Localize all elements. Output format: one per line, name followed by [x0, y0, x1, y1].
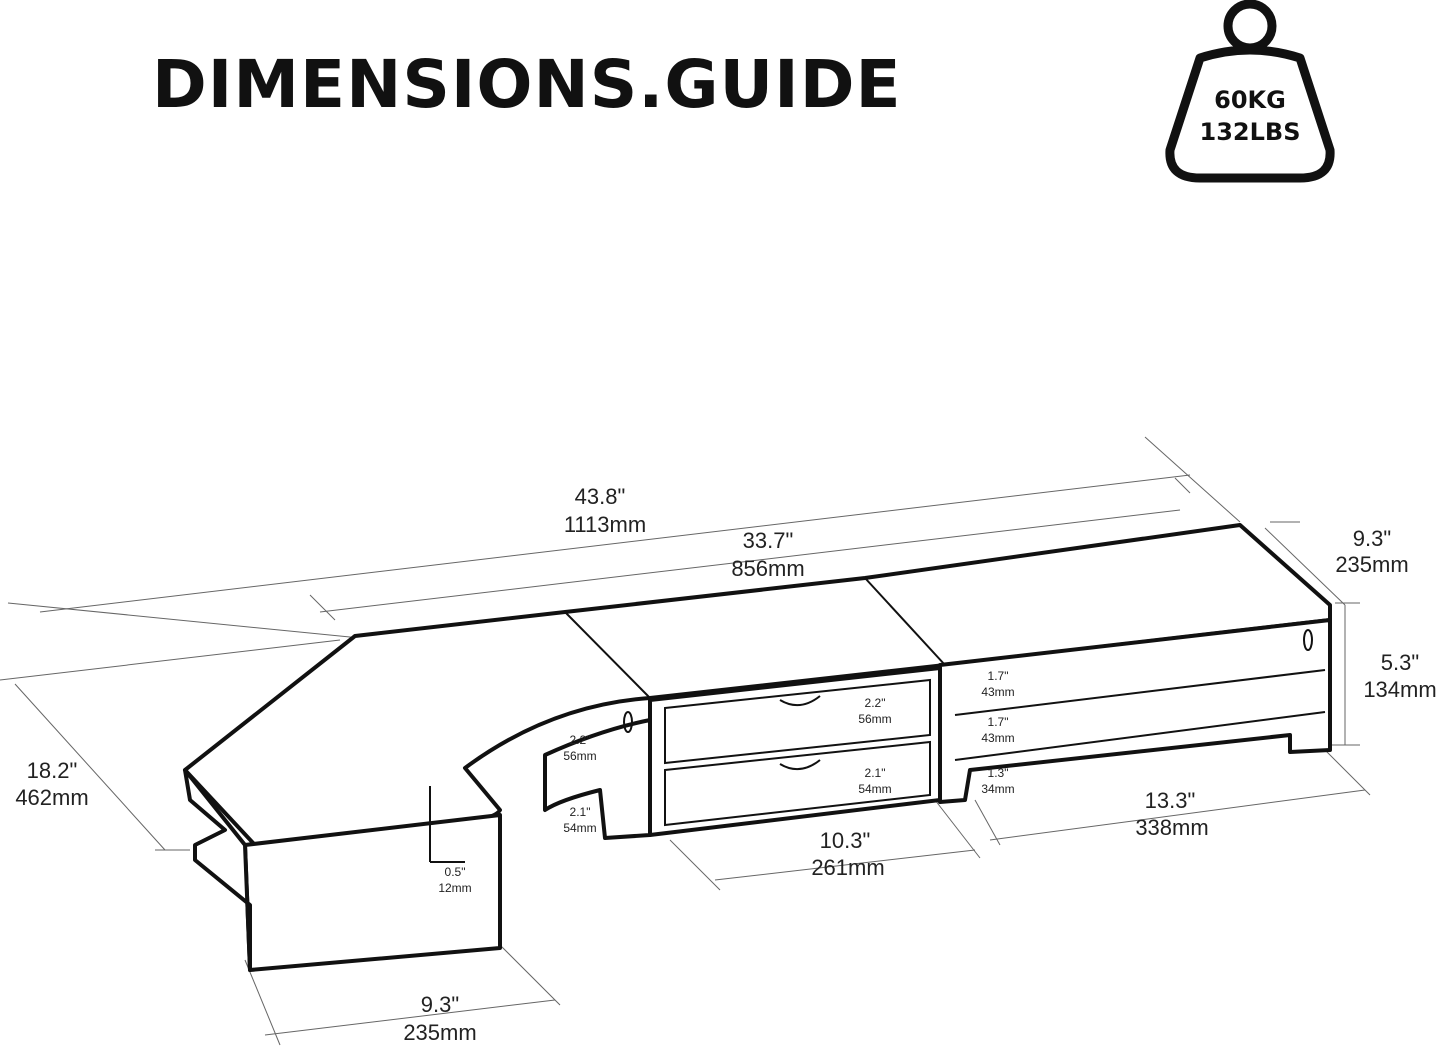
drawer-width-mm: 261mm [811, 855, 884, 880]
total-width-in: 43.8" [575, 484, 626, 509]
corner-top-h-mm: 56mm [563, 749, 596, 763]
shelf-width-in: 13.3" [1145, 788, 1196, 813]
drawer-bot-h-mm: 54mm [858, 782, 891, 796]
shelf-width-mm: 338mm [1135, 815, 1208, 840]
thickness-in: 0.5" [445, 865, 466, 879]
shelf-bot-h-mm: 34mm [981, 782, 1014, 796]
drawer-bot-h-in: 2.1" [865, 766, 886, 780]
weight-lbs: 132LBS [1199, 118, 1301, 146]
right-depth-mm: 235mm [1335, 552, 1408, 577]
left-depth-in: 18.2" [27, 758, 78, 783]
right-depth-in: 9.3" [1353, 526, 1391, 551]
drawer-top-h-mm: 56mm [858, 712, 891, 726]
weight-badge: 60KG 132LBS [1160, 0, 1340, 190]
thickness-mm: 12mm [438, 881, 471, 895]
bottom-width-mm: 235mm [403, 1020, 476, 1045]
shelf-bot-h-in: 1.3" [988, 766, 1009, 780]
height-mm: 134mm [1363, 677, 1436, 702]
drawer-width-in: 10.3" [820, 828, 871, 853]
weight-kg: 60KG [1214, 86, 1286, 114]
shelf-mid-h-in: 1.7" [988, 715, 1009, 729]
kettlebell-icon [1165, 0, 1335, 183]
shelf-mid-h-mm: 43mm [981, 731, 1014, 745]
height-in: 5.3" [1381, 650, 1419, 675]
corner-bot-h-in: 2.1" [570, 805, 591, 819]
bottom-width-in: 9.3" [421, 992, 459, 1017]
drawer-top-h-in: 2.2" [865, 696, 886, 710]
shelf-top-h-mm: 43mm [981, 685, 1014, 699]
right-width-mm: 856mm [731, 556, 804, 581]
shelf-top-h-in: 1.7" [988, 669, 1009, 683]
page-title: DIMENSIONS.GUIDE [152, 46, 902, 123]
corner-top-h-in: 2.2" [570, 733, 591, 747]
total-width-mm: 1113mm [564, 512, 646, 537]
right-width-in: 33.7" [743, 528, 794, 553]
left-depth-mm: 462mm [15, 785, 88, 810]
corner-bot-h-mm: 54mm [563, 821, 596, 835]
